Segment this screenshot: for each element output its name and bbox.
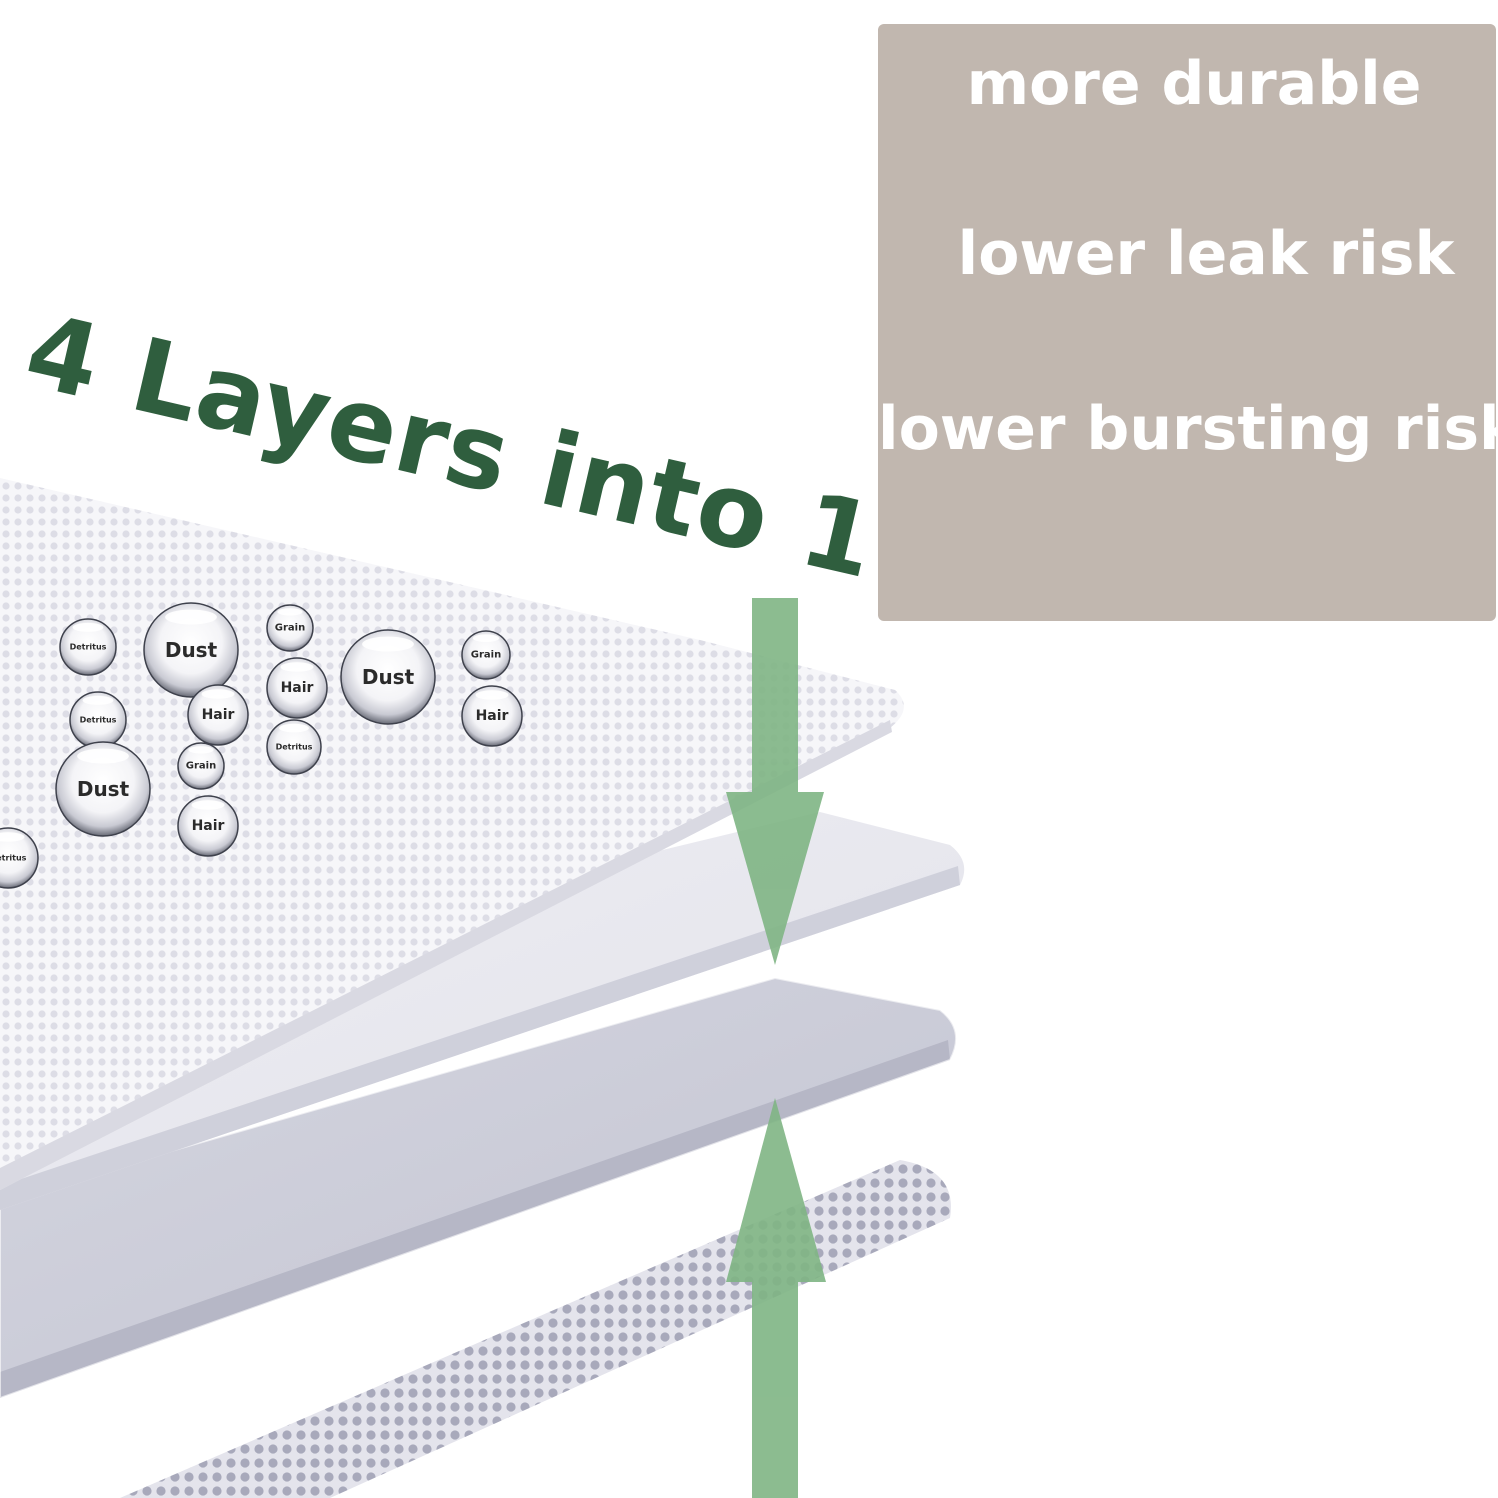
particle-label: Detritus [70,643,107,652]
second-solid-layer [0,812,965,1210]
particle-grain: Grain [266,604,314,652]
particle-label: Detritus [0,854,27,863]
particle-label: Hair [192,818,225,834]
arrow-up-icon [726,1098,826,1498]
benefit-bursting-risk: lower bursting risk [878,394,1498,464]
particle-label: Grain [471,650,501,661]
particle-grain: Grain [177,742,225,790]
particle-label: Detritus [80,716,117,725]
benefit-leak-risk: lower leak risk [957,219,1455,289]
particle-label: Hair [476,708,509,724]
particle-label: Hair [202,707,235,723]
particle-label: Grain [186,761,216,772]
particle-label: Detritus [276,743,313,752]
particle-label: Dust [362,665,415,689]
particle-grain: Grain [461,630,511,680]
benefit-durable: more durable [966,49,1422,119]
particle-label: Grain [275,623,305,634]
particle-dust: Dust [55,741,151,837]
particle-detritus: Detritus [0,827,39,889]
particle-label: Hair [281,680,314,696]
particle-hair: Hair [461,685,523,747]
particle-label: Dust [77,777,130,801]
arrow-down-icon [726,598,824,965]
particle-detritus: Detritus [59,618,117,676]
particle-dust: Dust [143,602,239,698]
particle-dust: Dust [340,629,436,725]
benefits-panel: more durable lower leak risk lower burst… [878,24,1498,621]
particle-hair: Hair [177,795,239,857]
particle-hair: Hair [187,684,249,746]
third-solid-layer [0,976,958,1400]
particle-detritus: Detritus [266,719,322,775]
particle-detritus: Detritus [69,691,127,749]
particle-hair: Hair [266,657,328,719]
particle-label: Dust [165,638,218,662]
